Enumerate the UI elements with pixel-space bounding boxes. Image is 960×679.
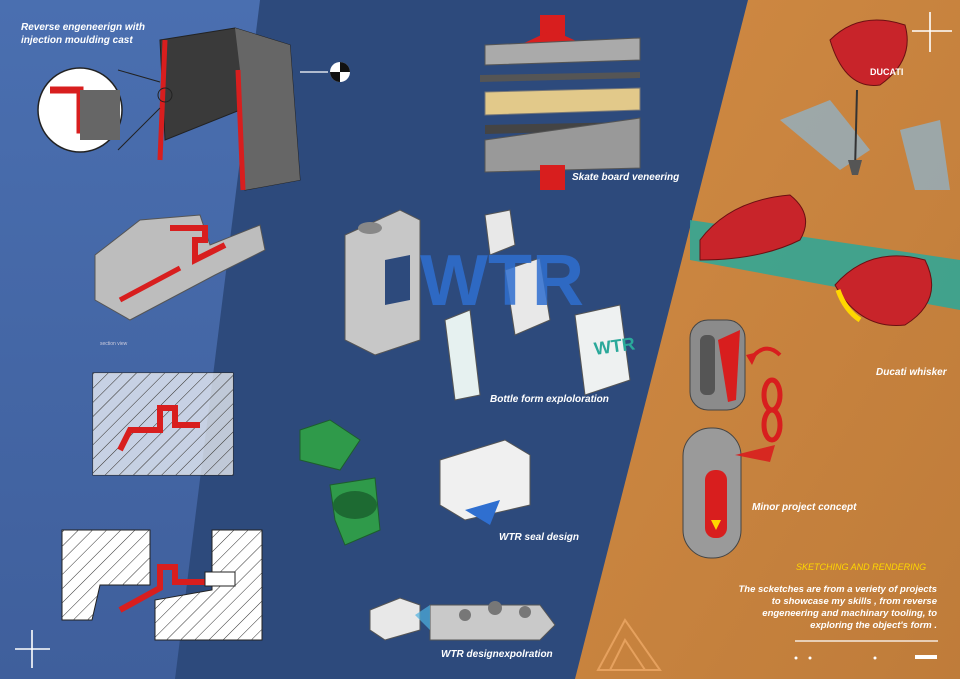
ducati-whisker-sketch: DUCATI <box>690 19 960 326</box>
wtr-designexploration-label: WTR designexpolration <box>441 649 553 660</box>
wtr-seal-label: WTR seal design <box>499 532 580 543</box>
minor-project-label: Minor project concept <box>752 502 857 513</box>
progress-dots <box>794 655 937 660</box>
bottle-sketch <box>344 209 631 401</box>
wtr-seal-sketch <box>299 419 531 546</box>
wtr-watermark: WTR <box>420 241 584 321</box>
centre-mark-icon <box>300 62 350 82</box>
crosshair-icon <box>912 12 952 52</box>
svg-text:section view: section view <box>100 341 128 347</box>
ducati-whisker-label: Ducati whisker <box>876 367 947 378</box>
reverse-engineering-sketch <box>37 27 350 191</box>
wtr-design-exploration-sketch <box>369 597 556 641</box>
minor-project-sketch <box>682 319 783 559</box>
mould-section-1 <box>92 372 234 476</box>
reverse-engineering-label: Reverse engeneerign with injection mould… <box>21 22 145 46</box>
crosshair-icon <box>15 630 50 668</box>
description-text: The scketches are from a veriety of proj… <box>738 584 937 631</box>
skate-veneering-sketch <box>480 15 641 190</box>
right-panel <box>575 0 960 679</box>
bottle-form-label: Bottle form exploloration <box>490 394 609 405</box>
section-heading: SKETCHING AND RENDERING <box>796 562 927 572</box>
chain-link-icon <box>761 377 783 443</box>
skateboard-veneering-label: Skate board veneering <box>572 172 680 183</box>
left-panel <box>0 0 260 679</box>
mould-part-sketch: section view <box>94 214 266 347</box>
mould-section-2 <box>61 529 263 641</box>
ducati-brand-text: DUCATI <box>870 67 903 77</box>
triangle-logo-icon <box>596 618 662 671</box>
